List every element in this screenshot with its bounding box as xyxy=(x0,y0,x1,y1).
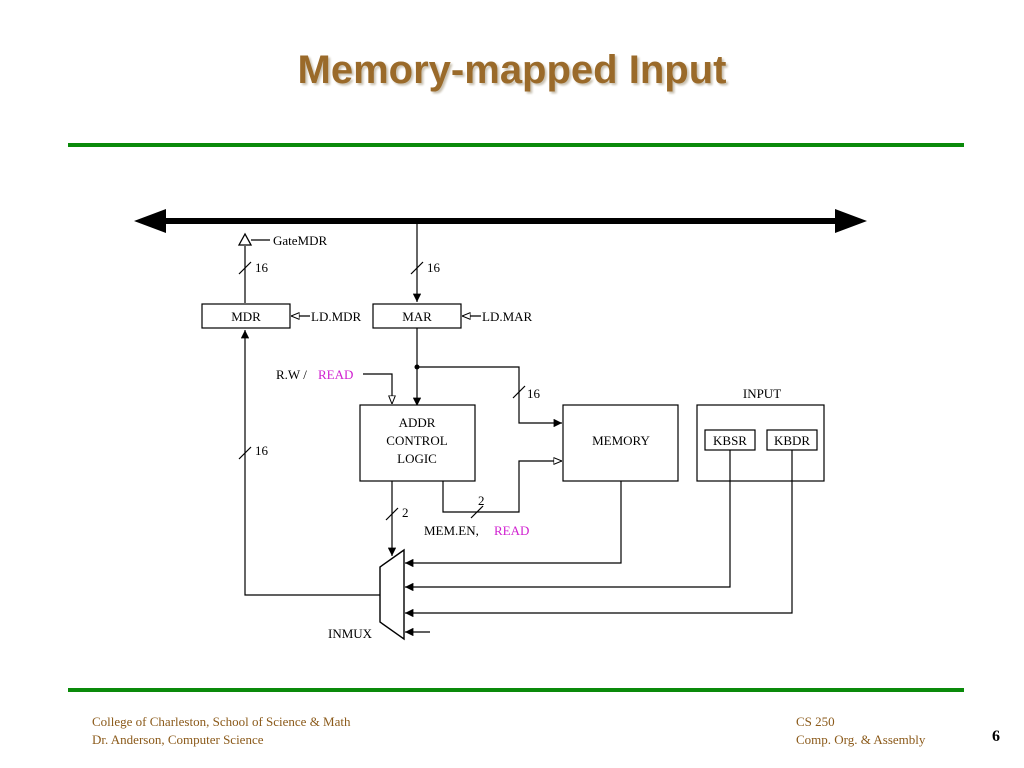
mdr-register xyxy=(201,303,291,329)
inmux-label: INMUX xyxy=(328,626,373,641)
top-divider xyxy=(68,143,964,147)
ld-mdr-label: LD.MDR xyxy=(311,309,362,324)
gate-mdr-label: GateMDR xyxy=(273,233,327,248)
inmux-select-width-slash xyxy=(385,507,399,521)
memory-to-inmux-line xyxy=(405,481,622,568)
ld-mar-label: LD.MAR xyxy=(482,309,533,324)
kbdr-to-inmux-line xyxy=(405,450,793,618)
kbsr-to-inmux-line xyxy=(405,450,731,592)
mem-en-label: MEM.EN, xyxy=(424,523,479,538)
system-bus xyxy=(134,209,867,233)
mdr-width-label: 16 xyxy=(255,260,269,275)
footer-course-name: Comp. Org. & Assembly xyxy=(796,732,926,747)
mem-en-width-slash xyxy=(470,505,484,519)
addr-label-line1: ADDR xyxy=(399,415,436,430)
mem-en-read-label: READ xyxy=(494,523,529,538)
kbsr-label: KBSR xyxy=(713,433,747,448)
footer-institution: College of Charleston, School of Science… xyxy=(92,714,351,729)
memory-addr-width-slash xyxy=(512,385,526,399)
memory-label: MEMORY xyxy=(592,433,650,448)
memory-addr-width-label: 16 xyxy=(527,386,541,401)
rw-read-label: READ xyxy=(318,367,353,382)
addr-control-logic-block xyxy=(359,404,476,482)
footer-right: CS 250 Comp. Org. & Assembly xyxy=(796,713,925,749)
footer-left: College of Charleston, School of Science… xyxy=(92,713,351,749)
kbdr-label: KBDR xyxy=(774,433,810,448)
inmux-to-mdr-line xyxy=(240,330,380,596)
input-label: INPUT xyxy=(743,386,781,401)
gate-mdr-tristate-icon xyxy=(237,232,270,246)
rw-arrow xyxy=(363,373,392,404)
mdr-width-slash xyxy=(238,261,252,275)
addr-label-line2: CONTROL xyxy=(386,433,447,448)
page-number: 6 xyxy=(992,728,1000,745)
mar-width-slash xyxy=(410,261,424,275)
inmux-out-width-label: 16 xyxy=(255,443,269,458)
mar-output-lines xyxy=(412,328,562,428)
bottom-divider xyxy=(68,688,964,692)
mdr-label: MDR xyxy=(231,309,261,324)
inmux-multiplexer xyxy=(379,548,405,641)
inmux-out-width-slash xyxy=(238,446,252,460)
footer-course-number: CS 250 xyxy=(796,714,835,729)
memory-block xyxy=(562,404,679,482)
inmux-select-width-label: 2 xyxy=(402,505,409,520)
mar-register xyxy=(372,303,462,329)
addr-label-line3: LOGIC xyxy=(397,451,437,466)
rw-label: R.W / xyxy=(276,367,307,382)
mar-width-label: 16 xyxy=(427,260,441,275)
mem-en-read-line xyxy=(442,461,562,513)
slide-title: Memory-mapped Input xyxy=(297,48,727,92)
footer-author: Dr. Anderson, Computer Science xyxy=(92,732,264,747)
mem-en-width-label: 2 xyxy=(478,493,485,508)
mar-label: MAR xyxy=(402,309,432,324)
